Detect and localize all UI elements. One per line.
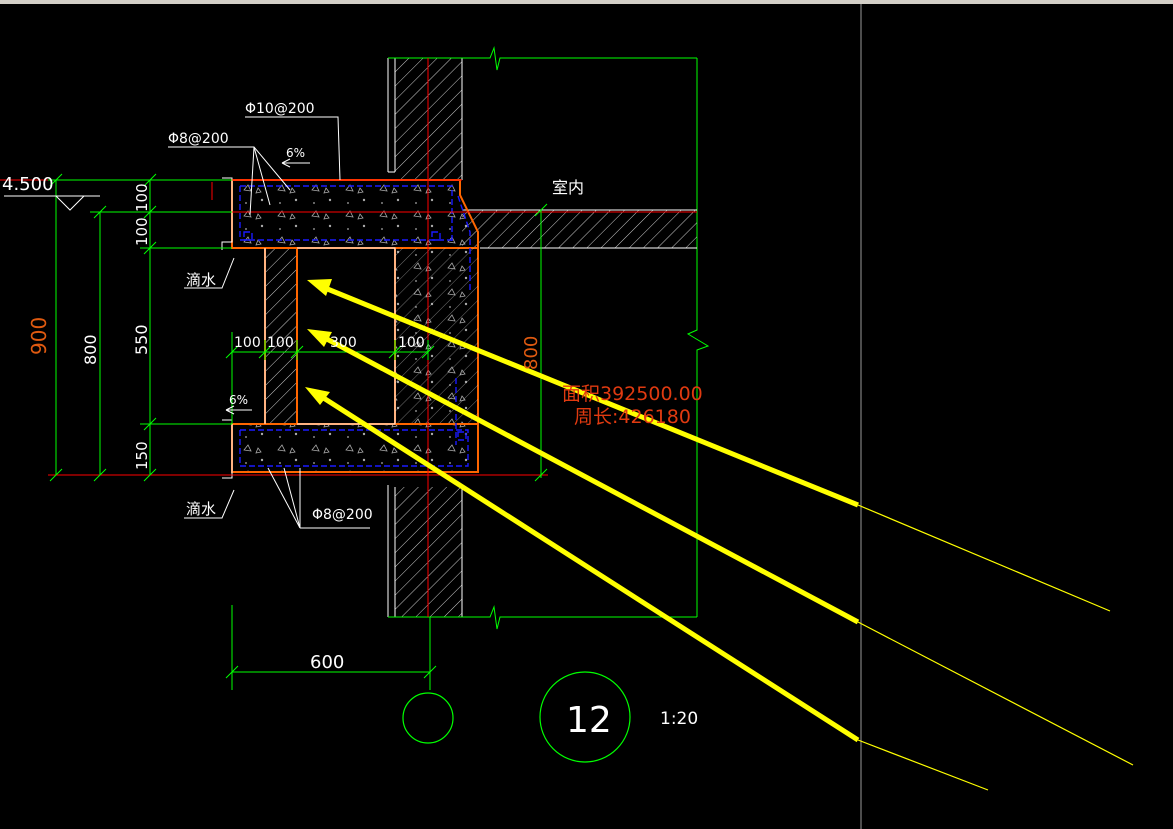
arrow-3	[305, 387, 989, 791]
dim-100-a: 100	[133, 183, 151, 212]
dim-h-100-c: 100	[398, 335, 425, 351]
drip-lower-label: 滴水	[186, 500, 216, 518]
detail-bubble	[539, 671, 631, 763]
elevation-symbol	[4, 195, 100, 211]
dim-h-100-a: 100	[234, 335, 261, 351]
rebar-top-label: Φ10@200	[245, 101, 315, 117]
dim-600: 600	[310, 652, 344, 673]
axis-bubble	[402, 692, 454, 744]
drip-upper-label: 滴水	[186, 271, 216, 289]
rebar-lower-label: Φ8@200	[312, 507, 373, 523]
dim-800-right: 800	[521, 336, 542, 370]
axis-markers	[402, 671, 631, 763]
elevation-label: 4.500	[2, 174, 54, 195]
dim-550: 550	[132, 324, 151, 355]
leader-lines	[168, 116, 370, 529]
dim-100-b: 100	[133, 217, 151, 246]
rebar-upper-label: Φ8@200	[168, 131, 229, 147]
dim-h-100-b: 100	[267, 335, 294, 351]
dim-900: 900	[27, 317, 51, 355]
arrow-2	[307, 329, 1134, 766]
detail-number: 12	[566, 700, 612, 741]
perimeter-readout: 周长:426180	[574, 406, 691, 428]
upper-slab	[231, 179, 479, 249]
slope-top-label: 6%	[286, 146, 305, 160]
slope-arrows	[225, 158, 310, 415]
opening-outline	[221, 177, 396, 479]
lower-slab	[231, 423, 479, 473]
break-lines	[388, 46, 710, 630]
top-bar	[0, 0, 1173, 4]
annotation-arrows	[305, 279, 1134, 791]
arrow-1	[307, 279, 1111, 612]
dim-800-left: 800	[81, 334, 100, 365]
dim-h-300: 300	[330, 335, 357, 351]
area-readout: 面积392500.00	[562, 383, 703, 405]
indoor-label: 室内	[552, 178, 584, 197]
floor-slab	[462, 209, 697, 249]
rebar	[239, 185, 471, 467]
dim-150: 150	[133, 441, 151, 470]
scale-label: 1:20	[660, 709, 698, 729]
slope-mid-label: 6%	[229, 393, 248, 407]
